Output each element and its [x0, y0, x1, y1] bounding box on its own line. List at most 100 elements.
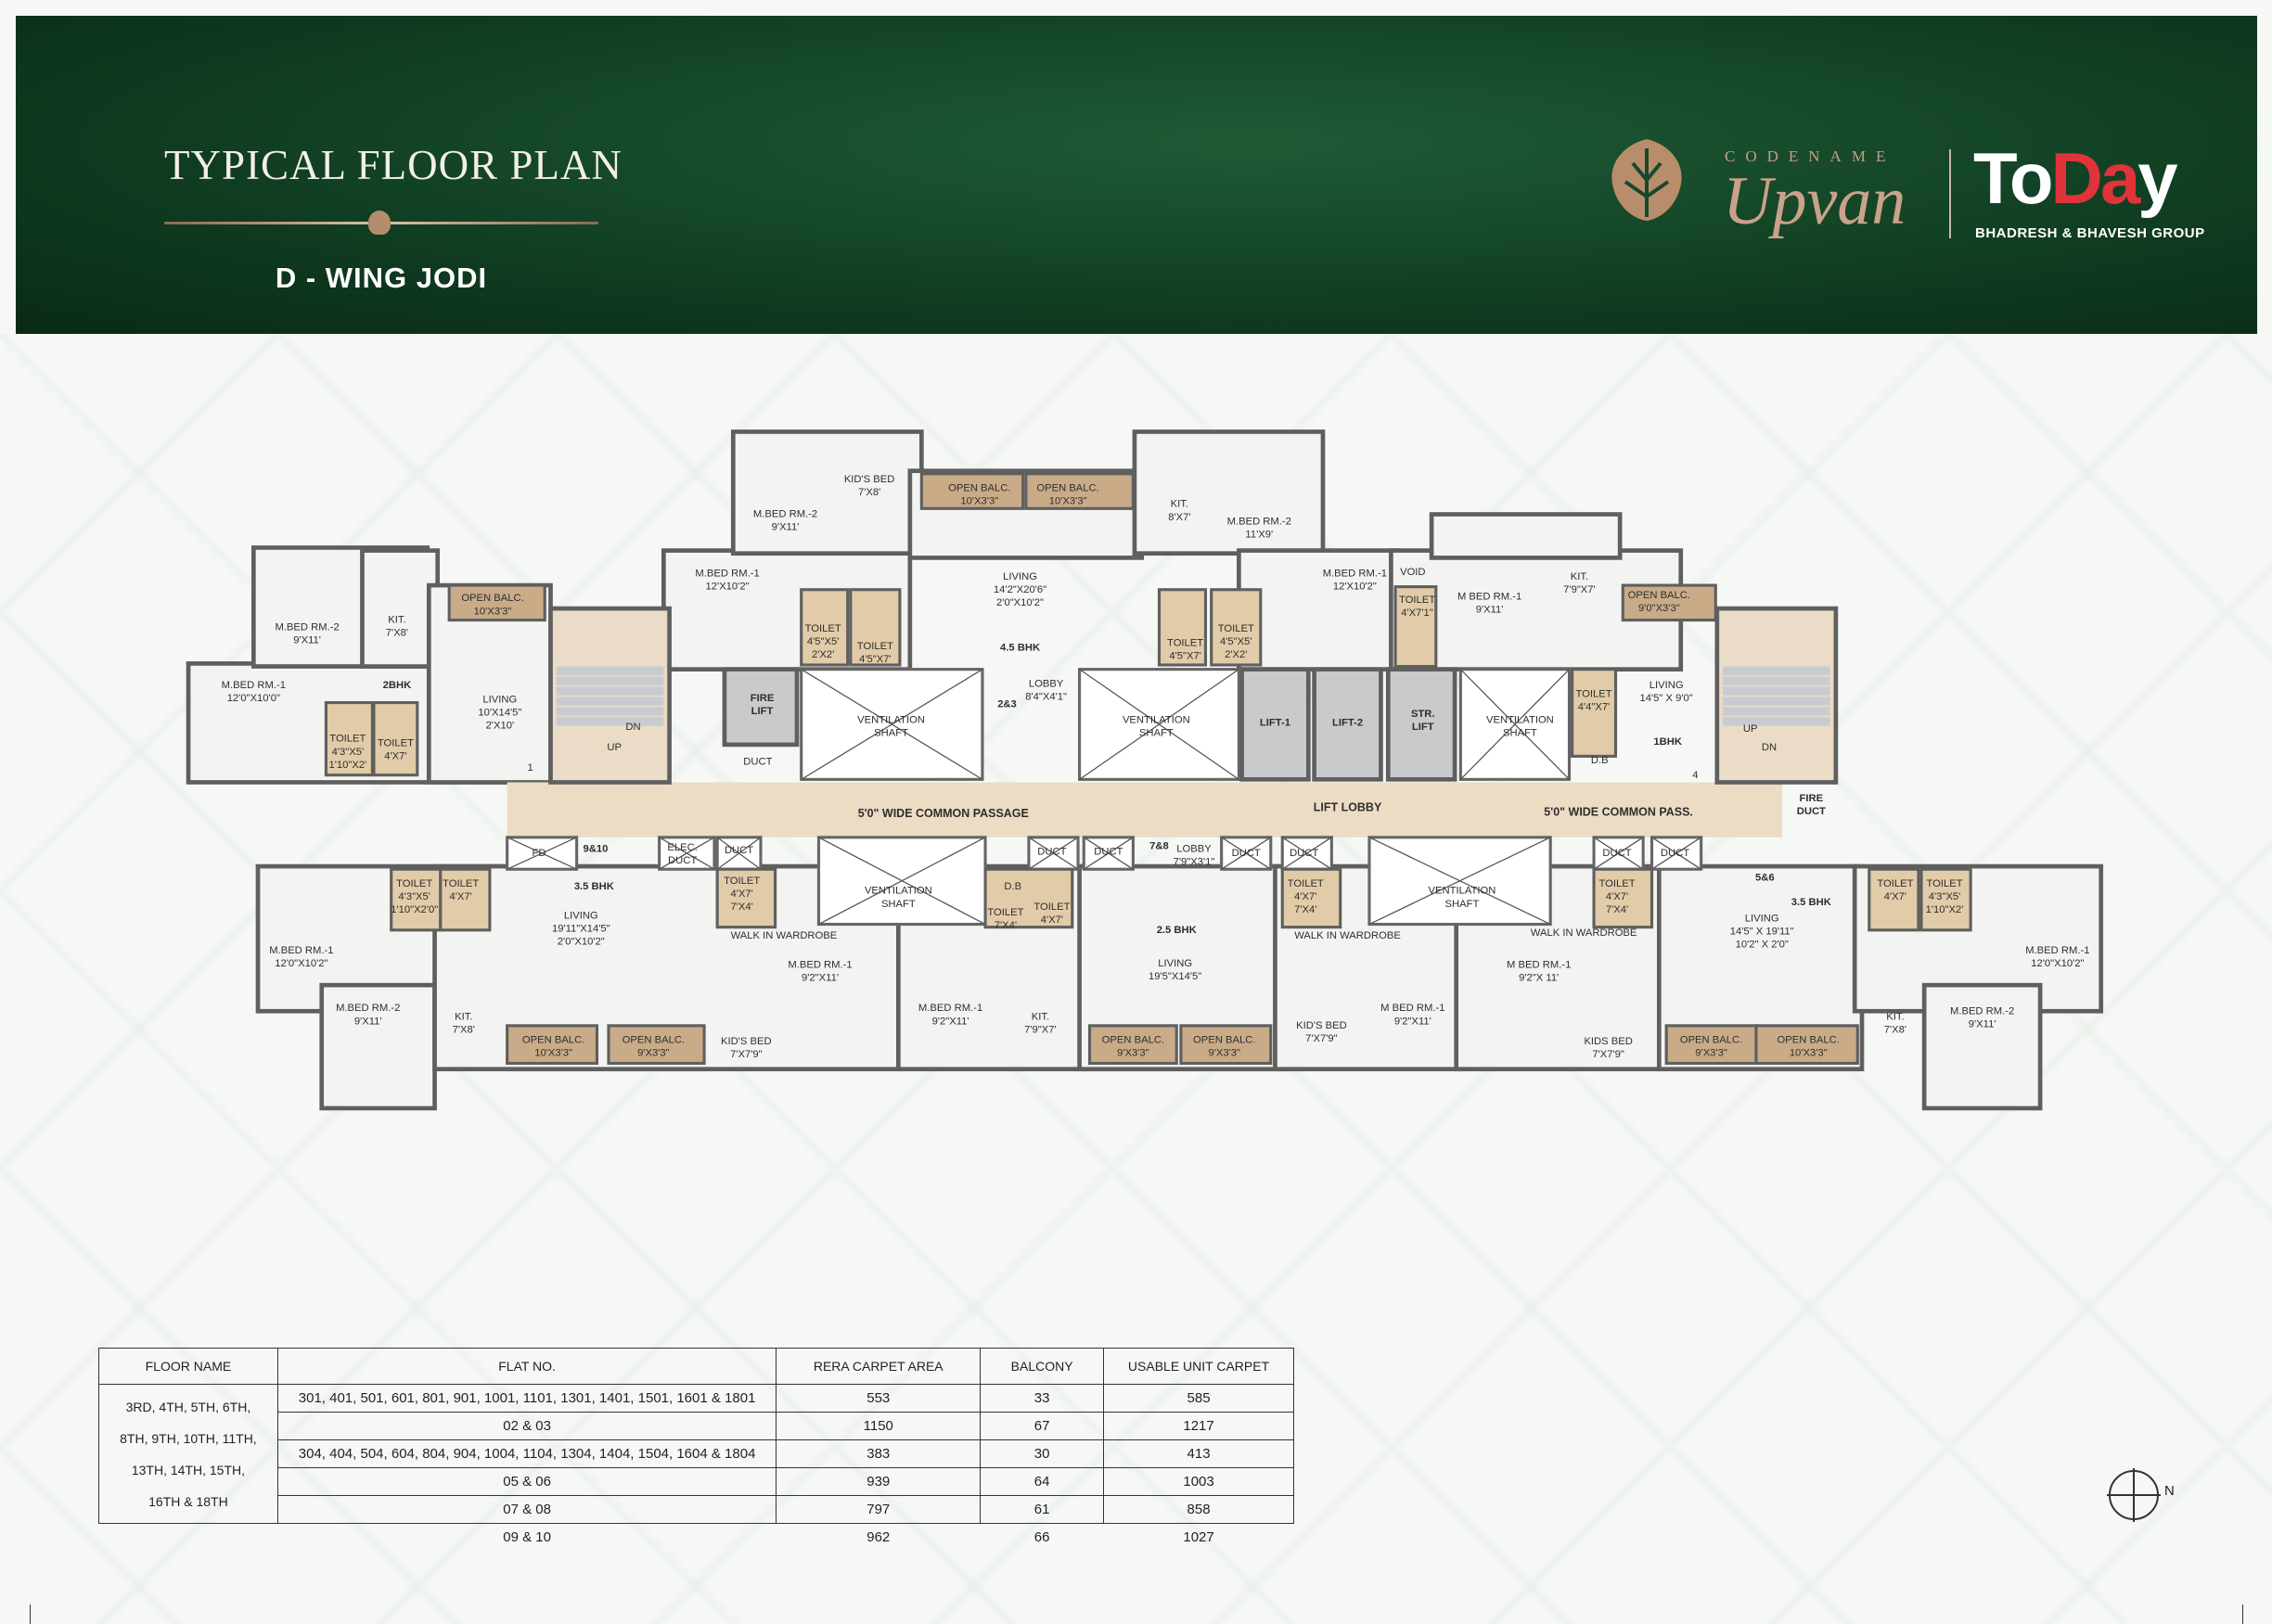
stair-step: [1723, 697, 1830, 706]
cell-flat: 07 & 08: [276, 1495, 777, 1524]
room-name: TOILET: [1288, 878, 1324, 889]
room-dimension: 9'X11': [772, 522, 800, 533]
room-dimension: 1'10"X2'0": [391, 904, 438, 915]
floor-name-line: 3RD, 4TH, 5TH, 6TH,: [125, 1399, 251, 1414]
cell-usable: 1027: [1183, 1529, 1214, 1545]
room-label: WALK IN WARDROBE: [1531, 927, 1637, 939]
room-dimension: 4'3"X5': [1929, 891, 1961, 902]
room-name: LOBBY: [1029, 678, 1064, 689]
room-label: 2&3: [997, 698, 1017, 710]
room-dimension: SHAFT: [881, 899, 916, 910]
room-dimension: 7'X7'9": [1592, 1049, 1624, 1060]
room-name: VENTILATION: [1123, 714, 1190, 725]
room-label: DUCT: [725, 845, 753, 856]
cell-usable: 413: [1103, 1439, 1294, 1468]
header-banner: TYPICAL FLOOR PLAN D - WING JODI CODENAM…: [16, 16, 2257, 334]
room-name: LIVING: [482, 695, 517, 706]
duct-cross: [507, 837, 577, 870]
balcony: [1754, 1024, 1859, 1066]
cell-balcony: 30: [980, 1439, 1105, 1468]
room-name: 5&6: [1755, 873, 1775, 884]
room-label: D.B: [1591, 755, 1609, 766]
room-name: 5'0" WIDE COMMON PASSAGE: [858, 807, 1029, 820]
stair-step: [1723, 686, 1830, 696]
page-title: TYPICAL FLOOR PLAN: [164, 142, 623, 188]
stair-step: [556, 707, 664, 716]
room-name: KIT.: [1032, 1012, 1049, 1023]
duct-cross: [1028, 837, 1079, 870]
cell-balcony: 66: [1033, 1529, 1050, 1545]
room-label: 4.5 BHK: [1000, 642, 1041, 653]
ventilation-shaft-cross: [818, 837, 986, 926]
room-name: KIT.: [388, 615, 405, 626]
toilet: [983, 867, 1074, 929]
room-name: VOID: [1400, 567, 1425, 578]
room-name: DN: [1762, 742, 1777, 753]
room-dimension: 1'10"X2': [328, 760, 366, 771]
cell-usable: 1003: [1103, 1467, 1294, 1496]
cell-flat: 09 & 10: [503, 1529, 551, 1545]
room-name: 2&3: [997, 698, 1017, 710]
room-name: LOBBY: [1176, 843, 1212, 854]
room-name: DUCT: [1094, 847, 1123, 858]
room-dimension: 7'X4': [1294, 904, 1316, 915]
ventilation-shaft-cross: [801, 669, 983, 780]
stair-step: [556, 686, 664, 696]
floor-name-line: 13TH, 14TH, 15TH,: [131, 1462, 245, 1477]
room-dimension: 4'3"X5': [398, 891, 430, 902]
room-name: D.B: [1591, 755, 1609, 766]
room-name: DUCT: [1037, 847, 1066, 858]
room-name: KIT.: [1571, 571, 1588, 582]
room-name: LIVING: [1745, 913, 1779, 924]
room-label: UP: [1743, 723, 1758, 735]
room-dimension: 10'X3'3": [534, 1048, 572, 1059]
room-name: M.BED RM.-1: [788, 959, 852, 970]
column-header: RERA CARPET AREA: [776, 1348, 982, 1385]
room-dimension: 12'0"X10'2": [275, 958, 327, 969]
room-label: LIFT LOBBY: [1314, 801, 1382, 814]
room-name: UP: [1743, 723, 1758, 735]
common-passage: [507, 782, 1783, 838]
room-name: TOILET: [1399, 595, 1435, 606]
room-name: DN: [625, 722, 640, 733]
room-dimension: 19'5"X14'5": [1149, 971, 1201, 982]
room-name: WALK IN WARDROBE: [731, 930, 838, 941]
room-dimension: 2'X10': [486, 721, 515, 732]
cell-balcony: 67: [980, 1412, 1105, 1440]
stair-step: [556, 676, 664, 685]
room-label: OPEN BALC.9'X3'3": [1102, 1035, 1164, 1059]
unit-wall: [1132, 429, 1326, 556]
room-label: 5'0" WIDE COMMON PASS.: [1544, 805, 1693, 818]
room-name: DUCT: [1290, 848, 1318, 859]
room-name: FD: [533, 848, 546, 859]
stair-step: [556, 717, 664, 726]
duct-cross: [1083, 837, 1134, 870]
unit-wall: [1429, 512, 1623, 560]
balcony: [1179, 1024, 1273, 1066]
unit-wall: [1921, 982, 2043, 1111]
room-dimension: 9'X3'3": [637, 1048, 670, 1059]
room-label: DUCT: [1094, 847, 1123, 858]
room-name: OPEN BALC.: [1036, 483, 1098, 494]
room-name: TOILET: [378, 737, 414, 748]
stair-step: [556, 666, 664, 675]
